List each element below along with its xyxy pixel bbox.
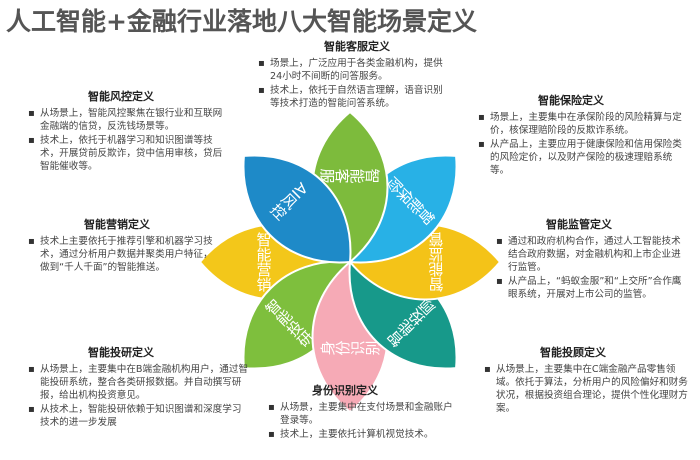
- block-title-shenfen: 身份识别定义: [312, 384, 378, 397]
- list-item: 技术上主要依托于推荐引擎和机器学习技术，通过分析用户数据并聚类用户特征，做到“千…: [28, 235, 218, 274]
- list-item: 技术上，依托于自然语言理解，语音识别等技术打造的智能问答系统。: [258, 84, 450, 110]
- list-item: 从技术上，智能投研依赖于知识图谱和深度学习技术的进一步发展: [28, 403, 250, 429]
- petal-label-yingxiao: 智能营销: [255, 231, 273, 293]
- block-title-tougu: 智能投顾定义: [540, 346, 606, 359]
- list-item: 通过和政府机构合作，通过人工智能技术结合政府数据，对金融机构和上市企业进行监管。: [496, 235, 686, 274]
- petal-fengkong: AI风控: [242, 154, 352, 264]
- block-title-jianguan: 智能监管定义: [546, 218, 612, 231]
- list-item: 从场景，主要集中在支付场景和金融账户登录等。: [268, 401, 453, 427]
- block-fengkong: 智能风控定义 从场景上，智能风控聚焦在银行业和互联网金融端的信贷，反洗钱场景等。…: [28, 90, 228, 174]
- list-item: 从场景上，主要集中在C端金融产品零售领域。依托于算法，分析用户的风险偏好和财务状…: [484, 363, 689, 415]
- block-tougu: 智能投顾定义 从场景上，主要集中在C端金融产品零售领域。依托于算法，分析用户的风…: [484, 346, 689, 416]
- block-title-touyan: 智能投研定义: [88, 346, 154, 359]
- block-title-yingxiao: 智能营销定义: [84, 218, 150, 231]
- list-item: 场景上，主要集中在承保阶段的风险精算与定价，核保理赔阶段的反欺诈系统。: [478, 111, 683, 137]
- block-jianguan: 智能监管定义 通过和政府机构合作，通过人工智能技术结合政府数据，对金融机构和上市…: [496, 218, 686, 302]
- list-item: 技术上，主要依托计算机视觉技术。: [268, 428, 453, 441]
- block-baoxian: 智能保险定义 场景上，主要集中在承保阶段的风险精算与定价，核保理赔阶段的反欺诈系…: [478, 94, 683, 178]
- list-item: 从场景上，主要集中在B端金融机构用户，通过智能投研系统，整合各类研报数据。并自动…: [28, 363, 250, 402]
- block-title-kefu: 智能客服定义: [324, 40, 390, 53]
- block-title-fengkong: 智能风控定义: [88, 90, 154, 103]
- block-title-baoxian: 智能保险定义: [538, 94, 604, 107]
- petal-tougu: 智能投顾: [348, 260, 458, 370]
- block-yingxiao: 智能营销定义 技术上主要依托于推荐引擎和机器学习技术，通过分析用户数据并聚类用户…: [28, 218, 218, 275]
- petal-label-kefu: 智能客服: [319, 167, 381, 185]
- block-kefu: 智能客服定义 场景上，广泛应用于各类金融机构，提供24小时不间断的问答服务。 技…: [258, 40, 450, 111]
- block-touyan: 智能投研定义 从场景上，主要集中在B端金融机构用户，通过智能投研系统，整合各类研…: [28, 346, 250, 430]
- petal-baoxian: 智能保险: [348, 154, 458, 264]
- list-item: 场景上，广泛应用于各类金融机构，提供24小时不间断的问答服务。: [258, 57, 450, 83]
- list-item: 从产品上，“蚂蚁金服”和“上交所”合作鹰眼系统，开展对上市公司的监管。: [496, 275, 686, 301]
- list-item: 从产品上，主要应用于健康保险和信用保险类的风险定价，以及财产保险的极速理赔系统等…: [478, 138, 683, 177]
- petal-label-jianguan: 智能监管: [428, 232, 446, 293]
- petal-label-shenfen: 身份识别: [320, 340, 381, 358]
- list-item: 从场景上，智能风控聚焦在银行业和互联网金融端的信贷，反洗钱场景等。: [28, 107, 228, 133]
- block-shenfen: 身份识别定义 从场景，主要集中在支付场景和金融账户登录等。 技术上，主要依托计算…: [268, 384, 453, 442]
- list-item: 技术上，依托于机器学习和知识图谱等技术，开展贷前反欺诈，贷中信用审核，贷后智能催…: [28, 134, 228, 173]
- page-title: 人工智能+金融行业落地八大智能场景定义: [6, 7, 477, 36]
- petal-touyan: 智能投研: [242, 260, 352, 370]
